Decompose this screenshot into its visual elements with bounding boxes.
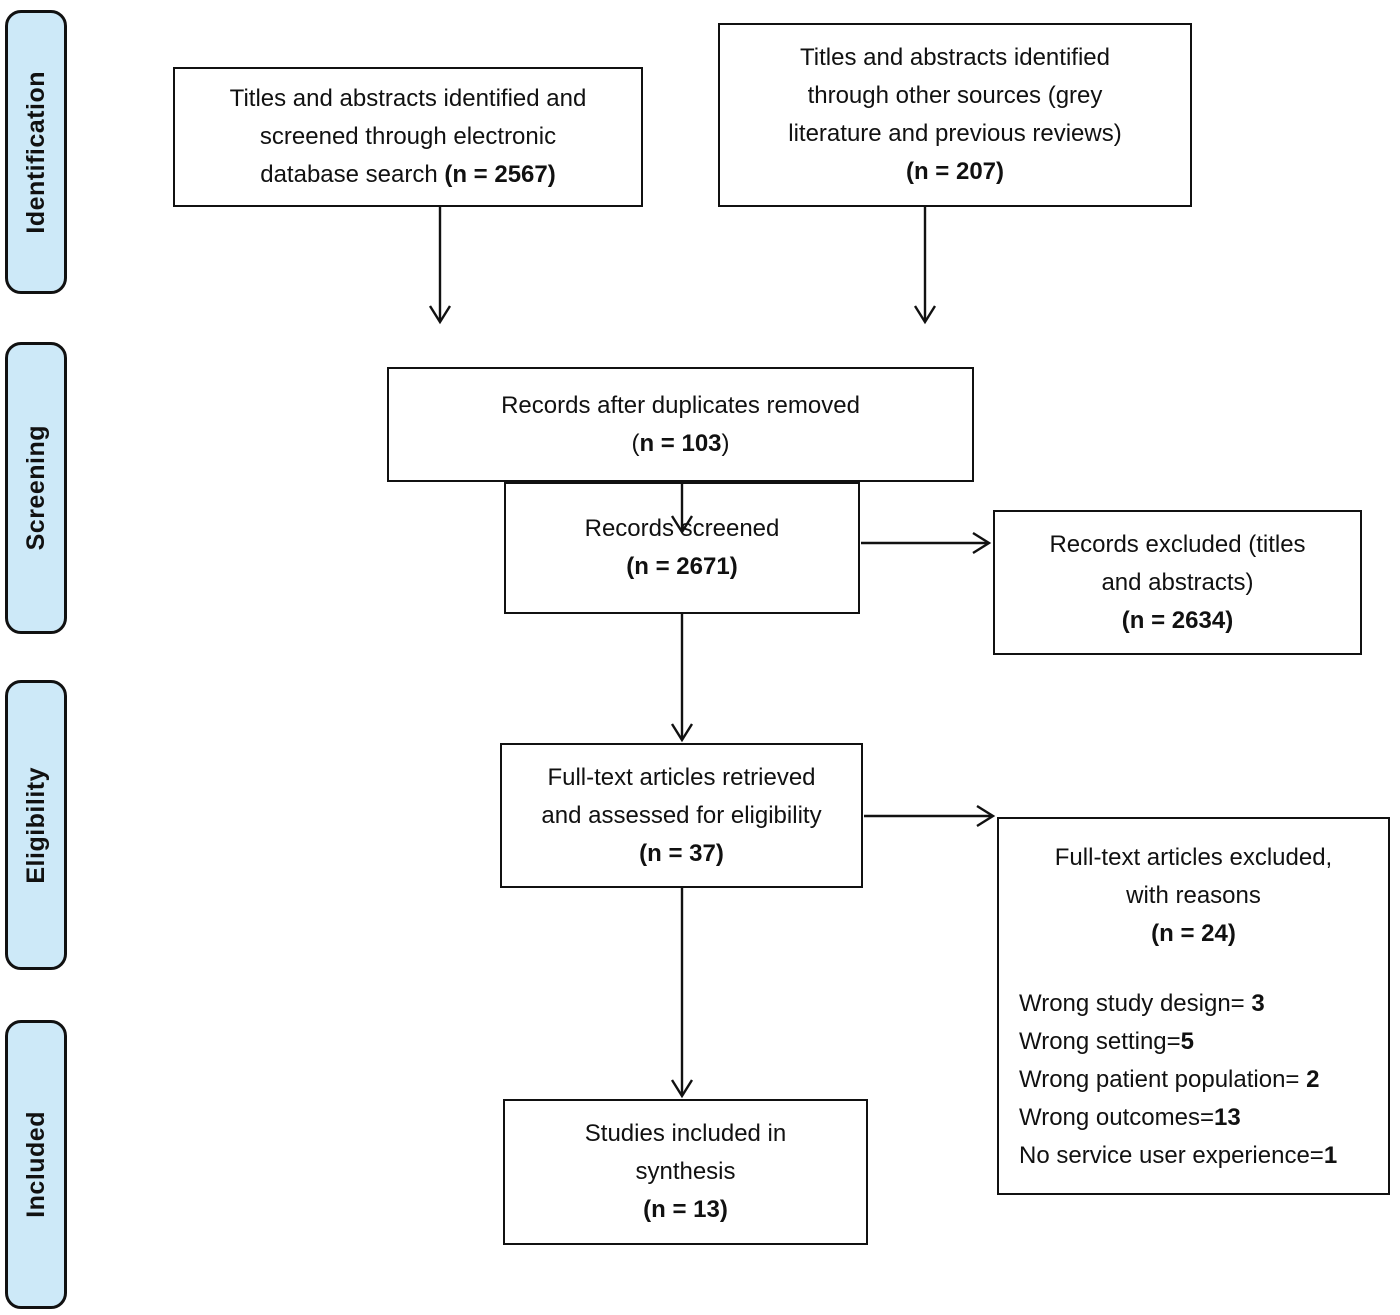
reason-count: 1 <box>1323 1142 1338 1169</box>
text-line: Titles and abstracts identified <box>800 44 1110 71</box>
count-n: (n = 2671) <box>626 553 738 580</box>
text-line: through other sources (grey <box>807 82 1103 109</box>
text-line: Records after duplicates removed <box>501 391 860 419</box>
stage-screening: Screening <box>5 342 67 634</box>
text-line: (n = 2634) <box>1122 602 1233 640</box>
count-n: (n = 207) <box>905 158 1005 185</box>
exclusion-reasons-list: Wrong study design= 3 Wrong setting=5 Wr… <box>999 985 1388 1175</box>
text-line: (n = 103) <box>631 429 730 457</box>
text-line: Full-text articles retrieved <box>547 763 816 791</box>
box-fulltext-excluded: Full-text articles excluded, with reason… <box>997 817 1390 1195</box>
stage-label: Included <box>21 1111 50 1218</box>
text-line: (n = 2671) <box>626 548 737 586</box>
text-line: (n = 207) <box>906 153 1004 191</box>
count-n: (n = 13) <box>643 1196 728 1223</box>
reason-count: 13 <box>1214 1104 1241 1131</box>
text-line: and abstracts) <box>1101 568 1254 596</box>
text-line: Records screened <box>584 515 780 542</box>
box-identified-database-search: Titles and abstracts identified and scre… <box>173 67 643 207</box>
stage-eligibility: Eligibility <box>5 680 67 970</box>
stage-included: Included <box>5 1020 67 1309</box>
reason-count: 3 <box>1251 990 1265 1017</box>
box-records-excluded: Records excluded (titles and abstracts) … <box>993 510 1362 655</box>
exclusion-reason: Wrong patient population= 2 <box>1019 1066 1320 1093</box>
text-line: Records excluded (titles <box>1049 530 1306 558</box>
text-line: screened through electronic <box>259 123 557 150</box>
text-line: with reasons <box>1126 882 1261 909</box>
exclusion-reason: No service user experience=1 <box>1019 1142 1338 1169</box>
stage-identification: Identification <box>5 10 67 294</box>
box-identified-other-sources: Titles and abstracts identified through … <box>718 23 1192 207</box>
count-n: (n = 2567) <box>444 161 556 188</box>
stage-label: Identification <box>21 70 50 234</box>
box-studies-included-synthesis: Studies included in synthesis (n = 13) <box>503 1099 868 1245</box>
text-line: Studies included in <box>584 1120 787 1147</box>
text-line: Full-text articles excluded, <box>1054 844 1333 871</box>
reason-count: 5 <box>1180 1028 1195 1055</box>
text-line: database search (n = 2567) <box>260 161 556 188</box>
exclusion-reason: Wrong outcomes=13 <box>1019 1104 1241 1131</box>
count-n: (n = 37) <box>639 839 724 867</box>
box-records-after-duplicates-removed: Records after duplicates removed (n = 10… <box>387 367 974 482</box>
text-line: (n = 13) <box>643 1191 728 1229</box>
text-line: literature and previous reviews) <box>788 120 1122 147</box>
text-line: Titles and abstracts identified and <box>229 85 587 112</box>
stage-label: Screening <box>21 425 50 551</box>
stage-label: Eligibility <box>21 766 50 884</box>
reason-count: 2 <box>1306 1066 1320 1093</box>
text-line: synthesis <box>635 1158 736 1185</box>
exclusion-reason: Wrong setting=5 <box>1019 1028 1195 1055</box>
count-n: (n = 2634) <box>1121 606 1234 634</box>
text-line: (n = 24) <box>1151 915 1236 953</box>
box-fulltext-assessed: Full-text articles retrieved and assesse… <box>500 743 863 888</box>
box-records-screened: Records screened (n = 2671) <box>504 482 860 614</box>
exclusion-reason: Wrong study design= 3 <box>1019 990 1265 1017</box>
text-line: and assessed for eligibility <box>541 801 822 829</box>
text-line: (n = 37) <box>639 835 724 873</box>
count-n: n = 103 <box>639 429 722 457</box>
count-n: (n = 24) <box>1151 920 1236 947</box>
